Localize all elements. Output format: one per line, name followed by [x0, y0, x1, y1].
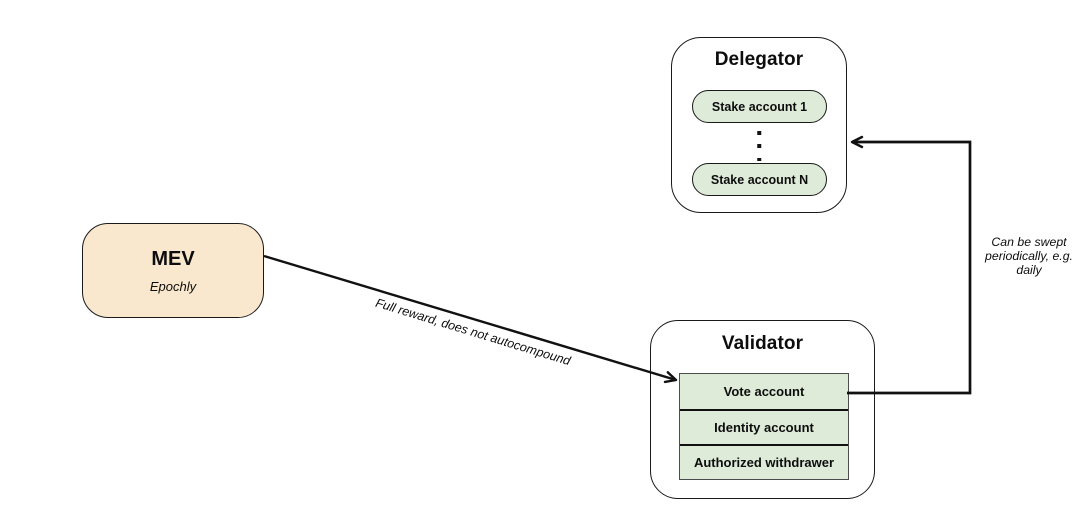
- mev-to-validator-arrow: [263, 254, 678, 384]
- validator-title: Validator: [721, 333, 804, 354]
- sweep-edge-label: Can be swept periodically, e.g. daily: [985, 235, 1073, 278]
- delegator-title: Delegator: [714, 49, 804, 70]
- mev-title: MEV: [151, 247, 195, 270]
- validator-node: Validator Vote account Identity account …: [650, 320, 875, 499]
- stake-account-1-pill: Stake account 1: [692, 90, 827, 123]
- sweep-label-line-2: periodically, e.g.: [985, 249, 1073, 264]
- stake-account-n-label: Stake account N: [710, 172, 809, 187]
- sweep-label-line-3: daily: [1016, 262, 1042, 277]
- vote-account-row: Vote account: [723, 384, 805, 399]
- validator-accounts-table: Vote account Identity account Authorized…: [679, 373, 849, 480]
- vertical-ellipsis-icon: [757, 131, 761, 161]
- sweep-label-line-1: Can be swept: [991, 235, 1067, 250]
- mev-subtitle: Epochly: [149, 278, 197, 294]
- authorized-withdrawer-row: Authorized withdrawer: [680, 444, 848, 479]
- delegator-node: Delegator Stake account 1 Stake account …: [671, 37, 847, 213]
- identity-account-row: Identity account: [680, 409, 848, 444]
- stake-account-n-pill: Stake account N: [692, 163, 827, 196]
- mev-node: MEV Epochly: [82, 223, 264, 318]
- full-reward-edge-label: Full reward, does not autocompound: [373, 295, 573, 369]
- stake-account-1-label: Stake account 1: [711, 99, 808, 114]
